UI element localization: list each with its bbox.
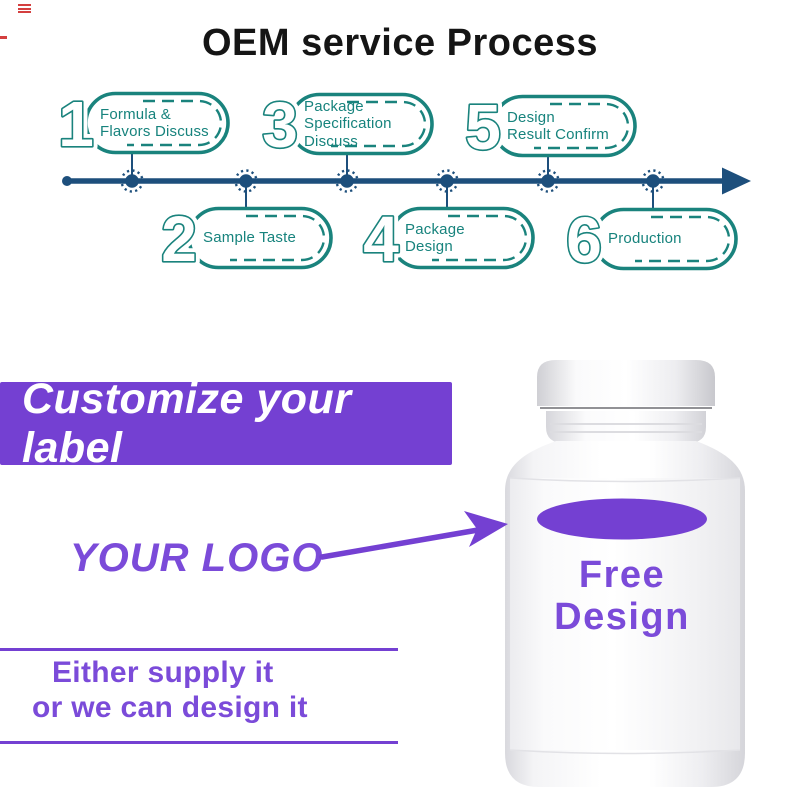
step-number: 4 xyxy=(363,203,399,275)
process-step-1: 1 1 Formula & Flavors Discuss xyxy=(53,83,231,166)
customize-banner-title: Customize your label xyxy=(22,374,352,472)
step-number: 5 xyxy=(465,91,501,163)
step-number: 3 xyxy=(262,89,298,161)
note-text-line1: Either supply it xyxy=(52,656,274,689)
process-step-4: 4 4 Package Design xyxy=(358,198,536,281)
logo-ellipse xyxy=(537,498,707,540)
customize-banner: Customize your label xyxy=(0,375,452,472)
step-label-line: Package xyxy=(405,220,465,238)
free-design-text-line1: Free xyxy=(579,554,665,596)
note-text-line2: or we can design it xyxy=(32,691,308,724)
process-step-3: 3 3 Package Specification Discuss xyxy=(257,84,435,167)
page-title: OEM service Process xyxy=(201,22,599,64)
step-label: Package Design xyxy=(405,207,533,269)
step-label-line: Formula & xyxy=(100,105,171,123)
step-label-line: Flavors Discuss xyxy=(100,123,209,140)
your-logo-text: YOUR LOGO xyxy=(70,536,324,580)
process-step-6: 6 6 Production xyxy=(561,199,739,282)
step-label: Formula & Flavors Discuss xyxy=(100,92,228,154)
free-design-text-line2: Design xyxy=(554,596,690,638)
step-label-line: Discuss xyxy=(304,132,358,150)
step-number: 5 xyxy=(465,91,501,163)
timeline-arrow-icon xyxy=(722,167,751,195)
step-label-line: Result Confirm xyxy=(507,126,609,143)
step-number: 1 xyxy=(58,88,94,160)
process-step-5: 5 5 Design Result Confirm xyxy=(460,86,638,169)
step-label: Design Result Confirm xyxy=(507,95,635,157)
step-label-line: Design xyxy=(405,238,453,255)
watermark-artifact-icon xyxy=(18,4,31,15)
step-label-line: Package xyxy=(304,97,364,115)
timeline-start-dot xyxy=(62,176,72,186)
step-label: Package Specification Discuss xyxy=(304,93,432,155)
step-number: 3 xyxy=(262,89,298,161)
step-number: 1 xyxy=(58,88,94,160)
step-label-line: Design xyxy=(507,108,555,126)
step-label-line: Specification xyxy=(304,115,392,133)
step-label-line: Production xyxy=(608,230,682,248)
step-number: 6 xyxy=(566,204,602,276)
step-number: 2 xyxy=(161,203,197,275)
product-bottle: Free Design xyxy=(505,360,745,787)
step-number: 2 xyxy=(161,203,197,275)
timeline-node-dot xyxy=(120,169,665,193)
note-divider-top xyxy=(0,648,398,652)
step-label: Sample Taste xyxy=(203,207,331,269)
step-label: Production xyxy=(608,208,736,270)
note-divider-bottom xyxy=(0,741,398,745)
note-text: Either supply it or we can design it xyxy=(0,655,398,725)
bottle-neck xyxy=(546,411,706,443)
bottle-cap xyxy=(537,360,715,406)
step-number: 4 xyxy=(363,203,399,275)
process-step-2: 2 2 Sample Taste xyxy=(156,198,334,281)
step-number: 6 xyxy=(566,204,602,276)
step-label-line: Sample Taste xyxy=(203,229,297,247)
watermark-artifact-dash xyxy=(0,36,7,39)
